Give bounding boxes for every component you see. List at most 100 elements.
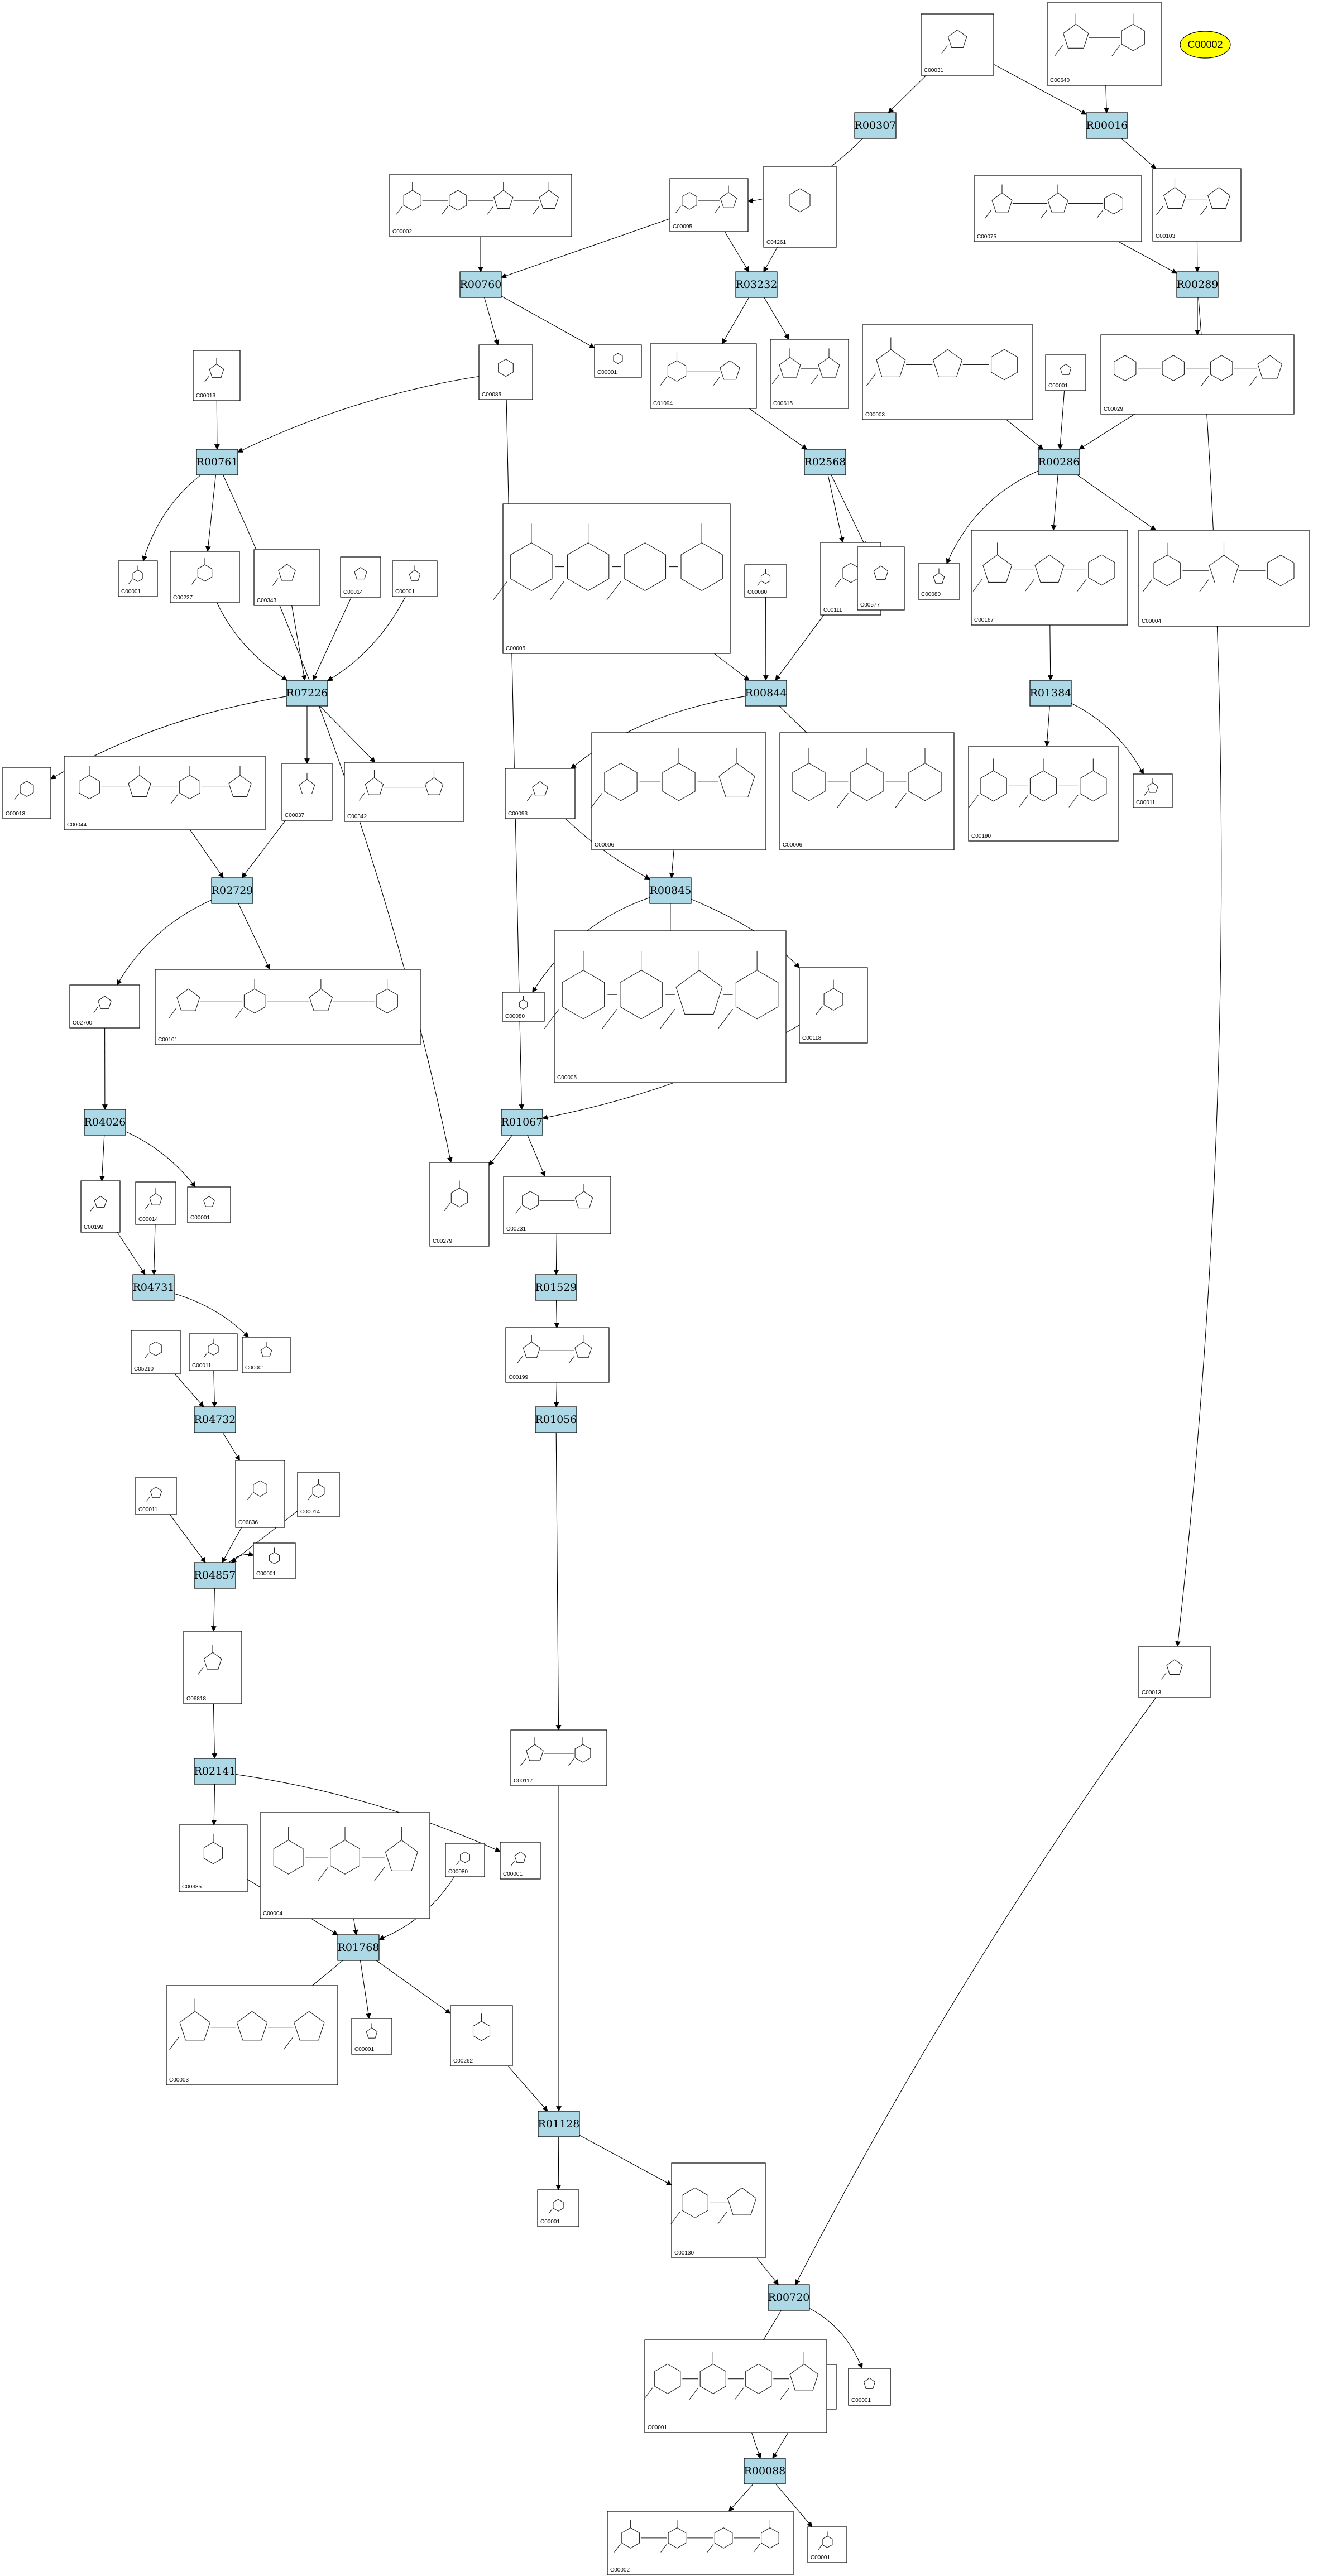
- reaction-node[interactable]: R02568: [804, 449, 846, 475]
- compound-box[interactable]: [1047, 2, 1162, 86]
- reaction-box[interactable]: [194, 1758, 236, 1785]
- compound-node[interactable]: C00343: [253, 549, 320, 606]
- reaction-node[interactable]: R01067: [501, 1109, 543, 1136]
- compound-box[interactable]: [862, 324, 1033, 420]
- compound-node[interactable]: C00011: [135, 1477, 177, 1515]
- compound-node[interactable]: C00577: [857, 546, 905, 611]
- compound-node[interactable]: C00004: [260, 1812, 430, 1919]
- compound-box[interactable]: [389, 174, 572, 237]
- compound-box[interactable]: [340, 556, 381, 598]
- compound-node[interactable]: C00001: [392, 560, 438, 597]
- compound-node[interactable]: C06818: [183, 1631, 242, 1704]
- reaction-box[interactable]: [1086, 112, 1128, 139]
- compound-box[interactable]: [505, 1327, 610, 1383]
- reaction-box[interactable]: [804, 449, 846, 475]
- compound-box[interactable]: [500, 1842, 541, 1880]
- highlight-compound-ellipse[interactable]: [1180, 31, 1231, 59]
- reaction-node[interactable]: R04026: [84, 1109, 126, 1136]
- compound-node[interactable]: C00093: [505, 768, 576, 819]
- compound-node[interactable]: C00001: [537, 2189, 579, 2227]
- reaction-box[interactable]: [538, 2111, 580, 2137]
- reaction-node[interactable]: R00307: [854, 112, 897, 139]
- compound-box[interactable]: [857, 546, 905, 611]
- reaction-box[interactable]: [1029, 680, 1072, 707]
- compound-box[interactable]: [921, 13, 994, 76]
- reaction-node[interactable]: R01384: [1029, 680, 1072, 707]
- compound-box[interactable]: [554, 930, 787, 1083]
- reaction-node[interactable]: R00720: [768, 2284, 810, 2311]
- compound-node[interactable]: C00167: [971, 530, 1128, 626]
- reaction-box[interactable]: [459, 271, 502, 298]
- compound-node[interactable]: C00011: [189, 1333, 238, 1371]
- compound-node[interactable]: C00130: [670, 2162, 766, 2258]
- compound-node[interactable]: C00014: [135, 1181, 176, 1225]
- compound-node[interactable]: C00199: [80, 1180, 121, 1233]
- compound-node[interactable]: C00001: [253, 1542, 296, 1579]
- compound-node[interactable]: C00001: [118, 560, 158, 597]
- compound-node[interactable]: C00103: [1152, 168, 1242, 242]
- reaction-box[interactable]: [194, 1406, 236, 1433]
- compound-box[interactable]: [253, 549, 320, 606]
- reaction-box[interactable]: [194, 1562, 236, 1589]
- compound-node[interactable]: C00037: [281, 763, 333, 821]
- compound-box[interactable]: [510, 1729, 607, 1786]
- compound-node[interactable]: C00001: [643, 2339, 827, 2433]
- compound-box[interactable]: [1100, 334, 1295, 415]
- compound-box[interactable]: [429, 1162, 490, 1247]
- compound-box[interactable]: [64, 756, 266, 830]
- compound-node[interactable]: C00013: [193, 350, 241, 401]
- compound-node[interactable]: C00031: [921, 13, 994, 76]
- compound-node[interactable]: C00640: [1047, 2, 1162, 86]
- reaction-box[interactable]: [211, 877, 253, 904]
- reaction-node[interactable]: R02729: [211, 877, 253, 904]
- reaction-node[interactable]: R04732: [194, 1406, 236, 1433]
- compound-node[interactable]: C00001: [848, 2368, 891, 2406]
- compound-node[interactable]: C00001: [242, 1337, 291, 1373]
- reaction-node[interactable]: R01128: [538, 2111, 580, 2137]
- compound-node[interactable]: C00262: [450, 2005, 513, 2066]
- compound-node[interactable]: C00003: [166, 1985, 338, 2085]
- compound-node[interactable]: C00279: [429, 1162, 490, 1247]
- compound-box[interactable]: [281, 763, 333, 821]
- reaction-node[interactable]: R03232: [735, 271, 778, 298]
- compound-node[interactable]: C04261: [763, 166, 837, 248]
- reaction-node[interactable]: R01529: [535, 1274, 577, 1301]
- reaction-box[interactable]: [649, 877, 692, 904]
- compound-node[interactable]: C00085: [478, 344, 533, 400]
- compound-node[interactable]: C00117: [510, 1729, 607, 1786]
- reaction-node[interactable]: R04731: [132, 1274, 175, 1301]
- reaction-node[interactable]: R01768: [337, 1934, 380, 1961]
- compound-node[interactable]: C00615: [770, 339, 849, 409]
- compound-node[interactable]: C00001: [351, 2018, 392, 2055]
- reaction-node[interactable]: R00289: [1176, 271, 1219, 298]
- compound-node[interactable]: C00101: [155, 969, 421, 1045]
- reaction-box[interactable]: [84, 1109, 126, 1136]
- compound-node[interactable]: C00013: [1138, 1646, 1211, 1698]
- compound-node[interactable]: C01094: [650, 343, 757, 409]
- compound-box[interactable]: [166, 1985, 338, 2085]
- compound-box[interactable]: [537, 2189, 579, 2227]
- reaction-node[interactable]: R04857: [194, 1562, 236, 1589]
- compound-box[interactable]: [770, 339, 849, 409]
- compound-box[interactable]: [594, 344, 642, 378]
- compound-node[interactable]: C00014: [297, 1472, 340, 1517]
- reaction-box[interactable]: [1038, 449, 1080, 475]
- compound-node[interactable]: C00002: [389, 174, 572, 237]
- reaction-box[interactable]: [501, 1109, 543, 1136]
- compound-box[interactable]: [671, 2162, 766, 2258]
- compound-node[interactable]: C00011: [1133, 773, 1173, 808]
- reaction-node[interactable]: R00016: [1086, 112, 1128, 139]
- compound-box[interactable]: [155, 969, 421, 1045]
- reaction-box[interactable]: [535, 1274, 577, 1301]
- reaction-node[interactable]: R00844: [745, 680, 787, 707]
- compound-node[interactable]: C00075: [974, 175, 1142, 242]
- compound-node[interactable]: C00003: [862, 324, 1033, 420]
- compound-node[interactable]: C00044: [64, 756, 266, 830]
- compound-box[interactable]: [848, 2368, 891, 2406]
- reaction-box[interactable]: [768, 2284, 810, 2311]
- compound-node[interactable]: C00005: [492, 503, 731, 654]
- compound-node[interactable]: C00227: [170, 551, 240, 603]
- compound-box[interactable]: [80, 1180, 121, 1233]
- compound-box[interactable]: [650, 343, 757, 409]
- compound-node[interactable]: C00006: [779, 732, 955, 850]
